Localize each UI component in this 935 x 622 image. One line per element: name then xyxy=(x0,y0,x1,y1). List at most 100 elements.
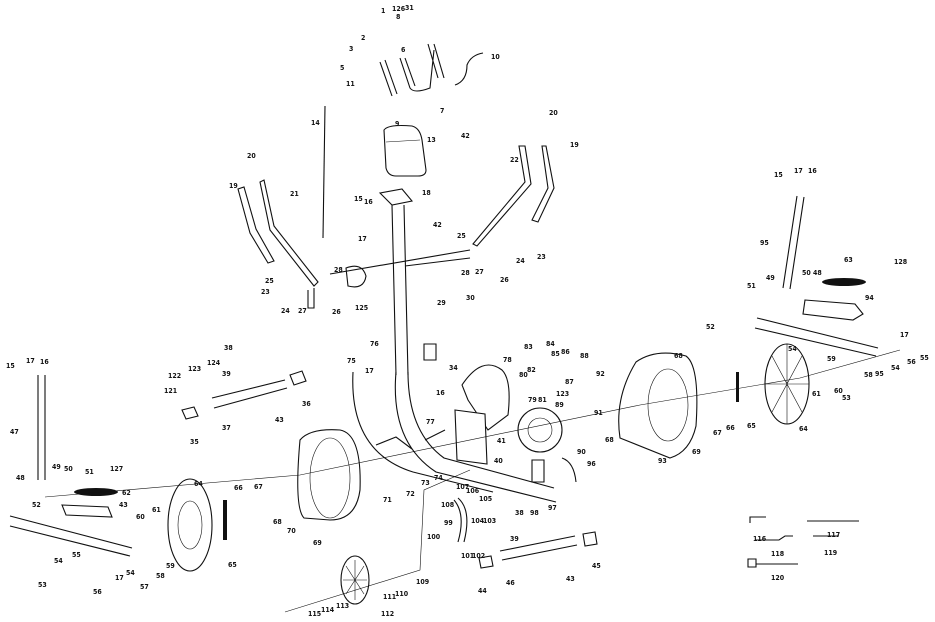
part-number-label: 19 xyxy=(570,141,579,149)
bracket-34 xyxy=(423,343,437,361)
part-number-label: 29 xyxy=(437,299,446,307)
part-number-label: 66 xyxy=(726,424,735,432)
part-number-label: 94 xyxy=(865,294,874,302)
part-number-label: 9 xyxy=(395,120,399,128)
part-number-label: 54 xyxy=(788,345,797,353)
part-number-label: 15 xyxy=(6,362,15,370)
part-number-label: 17 xyxy=(365,367,374,375)
part-number-label: 119 xyxy=(824,549,837,557)
belt-78 xyxy=(461,364,510,431)
part-number-label: 13 xyxy=(427,136,436,144)
part-number-label: 15 xyxy=(774,171,783,179)
part-number-label: 69 xyxy=(313,539,322,547)
front-stabilizer-43 xyxy=(499,535,578,561)
part-number-label: 66 xyxy=(234,484,243,492)
console-bottle xyxy=(383,124,427,177)
part-number-label: 44 xyxy=(478,587,487,595)
part-number-label: 82 xyxy=(527,366,536,374)
part-number-label: 16 xyxy=(364,198,373,206)
main-mast xyxy=(391,204,409,376)
part-number-label: 58 xyxy=(864,371,873,379)
part-number-label: 53 xyxy=(842,394,851,402)
seat-plate-18 xyxy=(378,188,414,206)
part-number-label: 38 xyxy=(224,344,233,352)
part-number-label: 55 xyxy=(72,551,81,559)
part-number-label: 30 xyxy=(466,294,475,302)
part-number-label: 35 xyxy=(190,438,199,446)
part-number-label: 45 xyxy=(592,562,601,570)
part-number-label: 69 xyxy=(692,448,701,456)
part-number-label: 59 xyxy=(827,355,836,363)
handlebar-21-left xyxy=(259,179,319,309)
part-number-label: 49 xyxy=(52,463,61,471)
pedal-pad-63-right xyxy=(822,278,866,286)
part-number-label: 68 xyxy=(674,352,683,360)
frame-plate xyxy=(454,409,488,465)
part-number-label: 16 xyxy=(808,167,817,175)
part-number-label: 87 xyxy=(565,378,574,386)
part-number-label: 24 xyxy=(281,307,290,315)
part-number-label: 123 xyxy=(556,390,569,398)
part-number-label: 23 xyxy=(261,288,270,296)
part-number-label: 110 xyxy=(395,590,409,598)
part-number-label: 95 xyxy=(760,239,769,247)
part-number-label: 56 xyxy=(93,588,102,596)
part-number-label: 77 xyxy=(426,418,435,426)
part-number-label: 96 xyxy=(587,460,596,468)
magnet-bracket-97 xyxy=(531,459,545,483)
part-number-label: 42 xyxy=(433,221,442,229)
part-number-label: 43 xyxy=(119,501,128,509)
part-number-label: 43 xyxy=(275,416,284,424)
part-number-label: 98 xyxy=(530,509,539,517)
part-number-label: 14 xyxy=(311,119,320,127)
part-number-label: 52 xyxy=(32,501,41,509)
part-number-label: 122 xyxy=(168,372,181,380)
part-number-label: 24 xyxy=(516,257,525,265)
part-number-label: 21 xyxy=(290,190,299,198)
part-number-label: 107 xyxy=(456,483,469,491)
part-number-label: 92 xyxy=(596,370,605,378)
part-number-label: 68 xyxy=(273,518,282,526)
part-number-label: 120 xyxy=(771,574,785,582)
part-number-label: 36 xyxy=(302,400,311,408)
part-number-label: 91 xyxy=(594,409,603,417)
part-number-label: 31 xyxy=(405,4,414,12)
part-number-label: 103 xyxy=(483,517,496,525)
part-number-label: 95 xyxy=(875,370,884,378)
part-number-label: 50 xyxy=(64,465,73,473)
part-number-label: 97 xyxy=(548,504,557,512)
part-number-label: 65 xyxy=(228,561,237,569)
part-number-label: 46 xyxy=(506,579,515,587)
part-number-label: 125 xyxy=(355,304,368,312)
part-number-label: 43 xyxy=(566,575,575,583)
pedal-62-left xyxy=(61,504,113,518)
part-number-label: 38 xyxy=(515,509,524,517)
part-number-label: 17 xyxy=(794,167,803,175)
parts-shapes xyxy=(9,43,901,613)
part-number-label: 51 xyxy=(85,468,94,476)
bracket-99 xyxy=(453,497,468,543)
part-number-label: 60 xyxy=(834,387,843,395)
pedal-arm-47-left xyxy=(37,375,46,480)
part-number-label: 89 xyxy=(555,401,564,409)
part-number-label: 121 xyxy=(164,387,177,395)
part-number-label: 54 xyxy=(54,557,63,565)
part-number-label: 115 xyxy=(308,610,321,618)
part-number-label: 65 xyxy=(747,422,756,430)
flywheel-disc-left xyxy=(167,478,213,572)
part-number-label: 42 xyxy=(461,132,470,140)
part-number-label: 113 xyxy=(336,602,349,610)
part-number-label: 18 xyxy=(422,189,431,197)
part-number-label: 20 xyxy=(247,152,256,160)
part-number-label: 81 xyxy=(538,396,547,404)
part-number-label: 61 xyxy=(812,390,821,398)
part-number-label: 37 xyxy=(222,424,231,432)
part-number-label: 76 xyxy=(370,340,379,348)
cable-75 xyxy=(352,371,494,493)
part-number-label: 57 xyxy=(140,583,149,591)
part-number-label: 26 xyxy=(332,308,341,316)
handlebar-19-right xyxy=(531,145,555,223)
adapter-120 xyxy=(747,558,798,568)
part-number-label: 5 xyxy=(340,64,344,72)
